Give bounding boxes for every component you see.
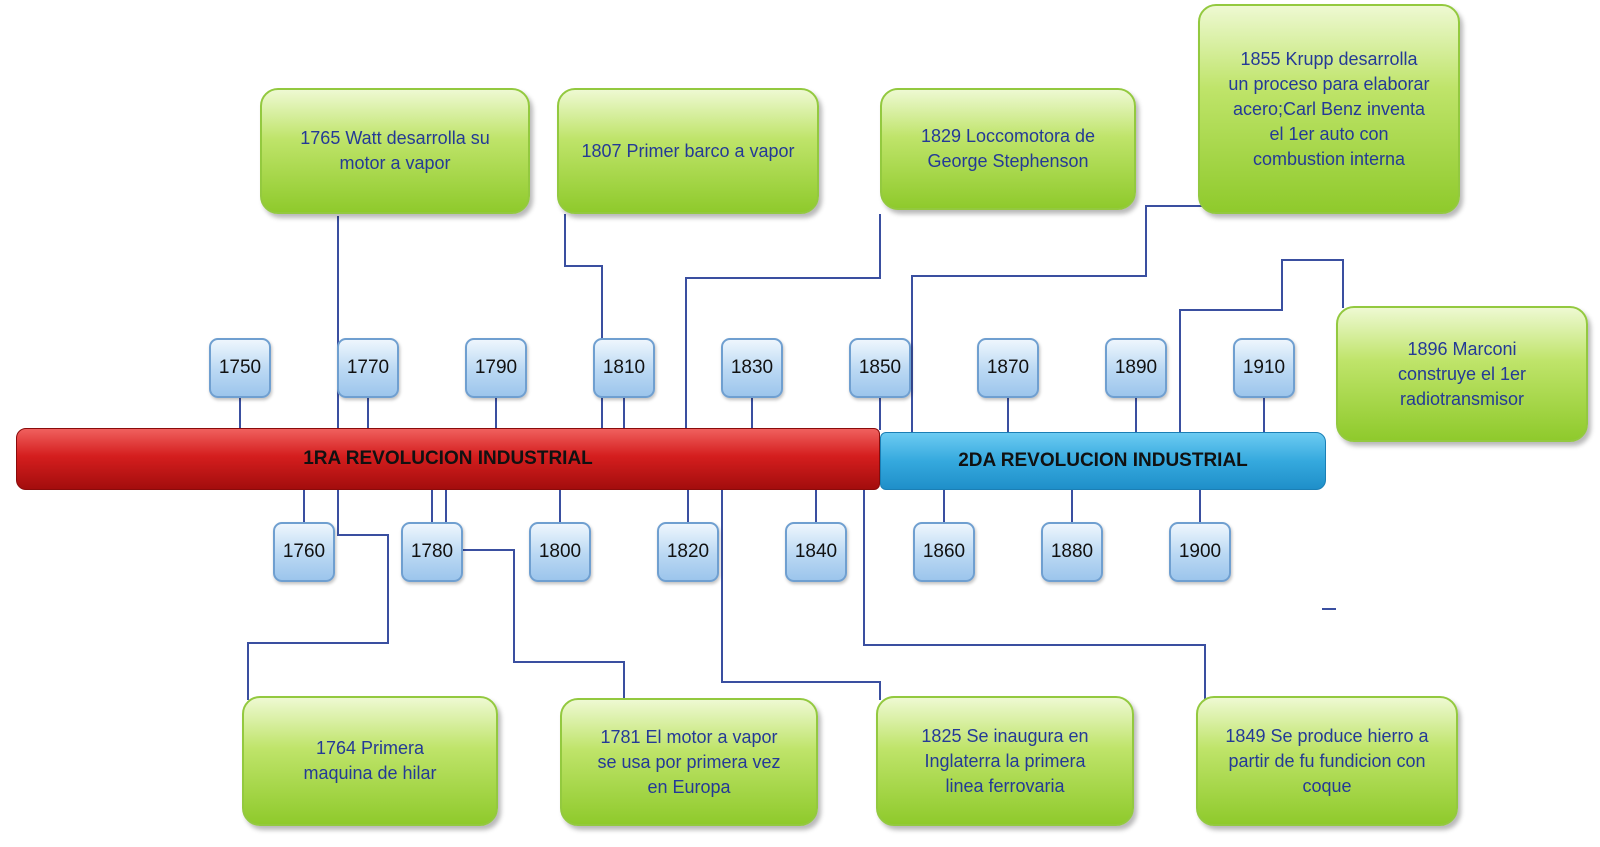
- connector-1764: [247, 490, 389, 700]
- event-1764-spinning-machine: 1764 Primera maquina de hilar: [242, 696, 498, 826]
- connector-1825: [721, 490, 881, 700]
- stray-dash-mark: [1322, 608, 1336, 610]
- year-box-1820: 1820: [657, 522, 719, 582]
- year-box-1880: 1880: [1041, 522, 1103, 582]
- year-box-1840: 1840: [785, 522, 847, 582]
- year-box-1810: 1810: [593, 338, 655, 398]
- year-box-1770: 1770: [337, 338, 399, 398]
- event-1896-marconi-radio: 1896 Marconi construye el 1er radiotrans…: [1336, 306, 1588, 442]
- connector-1849: [863, 490, 1206, 700]
- connector-1855: [911, 205, 1205, 432]
- first-industrial-revolution-band: 1RA REVOLUCION INDUSTRIAL: [16, 428, 880, 490]
- connector-1829: [685, 214, 881, 431]
- event-1825-railway-line: 1825 Se inaugura en Inglaterra la primer…: [876, 696, 1134, 826]
- year-box-1910: 1910: [1233, 338, 1295, 398]
- year-box-1800: 1800: [529, 522, 591, 582]
- year-box-1790: 1790: [465, 338, 527, 398]
- event-1807-steamboat: 1807 Primer barco a vapor: [557, 88, 819, 214]
- second-industrial-revolution-band: 2DA REVOLUCION INDUSTRIAL: [880, 432, 1326, 490]
- year-box-1760: 1760: [273, 522, 335, 582]
- event-1855-krupp-benz: 1855 Krupp desarrolla un proceso para el…: [1198, 4, 1460, 214]
- event-1765-watt-steam-engine: 1765 Watt desarrolla su motor a vapor: [260, 88, 530, 214]
- year-box-1860: 1860: [913, 522, 975, 582]
- year-box-1780: 1780: [401, 522, 463, 582]
- year-box-1870: 1870: [977, 338, 1039, 398]
- year-box-1890: 1890: [1105, 338, 1167, 398]
- connector-1896: [1179, 259, 1344, 432]
- year-box-1750: 1750: [209, 338, 271, 398]
- event-1829-stephenson-locomotive: 1829 Loccomotora de George Stephenson: [880, 88, 1136, 210]
- year-box-1900: 1900: [1169, 522, 1231, 582]
- year-box-1830: 1830: [721, 338, 783, 398]
- event-1849-iron-coke: 1849 Se produce hierro a partir de fu fu…: [1196, 696, 1458, 826]
- year-box-1850: 1850: [849, 338, 911, 398]
- event-1781-steam-engine-europe: 1781 El motor a vapor se usa por primera…: [560, 698, 818, 826]
- connector-1807: [564, 214, 603, 430]
